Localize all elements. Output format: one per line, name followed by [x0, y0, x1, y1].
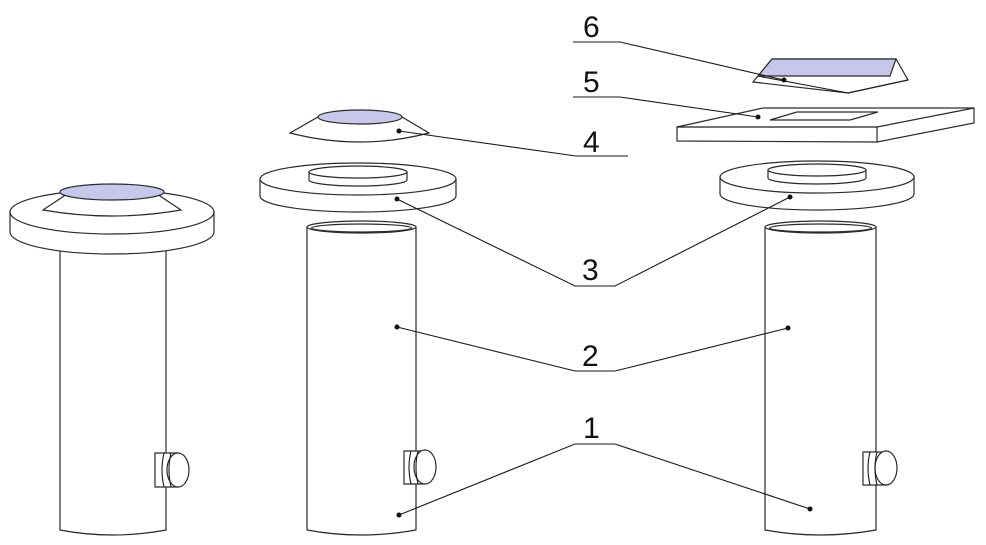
middle-tube	[306, 220, 417, 536]
middle-lens-cap	[288, 109, 431, 143]
right-tube	[764, 220, 877, 536]
leader-lines	[394, 41, 813, 518]
middle-knob	[403, 449, 437, 485]
leader-1-dot-right	[807, 506, 813, 512]
left-tube	[59, 235, 167, 536]
leader-2-dot-left	[394, 324, 400, 330]
leader-3-dot-right	[787, 194, 793, 200]
leader-5-dot	[755, 114, 761, 120]
leader-2	[396, 326, 789, 372]
label-2: 2	[582, 340, 599, 373]
label-1: 1	[583, 412, 600, 445]
leader-4-dot	[396, 128, 402, 134]
leader-1	[398, 443, 811, 516]
leader-6	[573, 41, 785, 81]
label-5: 5	[583, 66, 600, 99]
left-lens-cap	[41, 183, 183, 217]
label-3: 3	[582, 254, 599, 287]
assembled-unit-left	[9, 183, 215, 536]
right-plate	[676, 107, 975, 143]
label-6: 6	[583, 11, 600, 44]
leader-3-dot-left	[394, 196, 400, 202]
right-square-lens-cap	[751, 58, 909, 94]
leader-2-dot-right	[785, 325, 791, 331]
left-knob	[154, 452, 190, 488]
middle-ring	[259, 162, 457, 213]
exploded-unit-right	[676, 58, 975, 536]
part-labels: 6 5 4 3 2 1	[582, 11, 600, 445]
leader-3	[396, 196, 791, 287]
label-4: 4	[583, 126, 600, 159]
leader-1-dot-left	[396, 512, 402, 518]
leader-6-dot	[781, 77, 787, 83]
right-ring	[719, 160, 915, 211]
right-knob	[862, 450, 898, 486]
leader-5	[573, 96, 759, 118]
leader-4	[398, 130, 628, 157]
exploded-unit-middle	[259, 109, 457, 536]
